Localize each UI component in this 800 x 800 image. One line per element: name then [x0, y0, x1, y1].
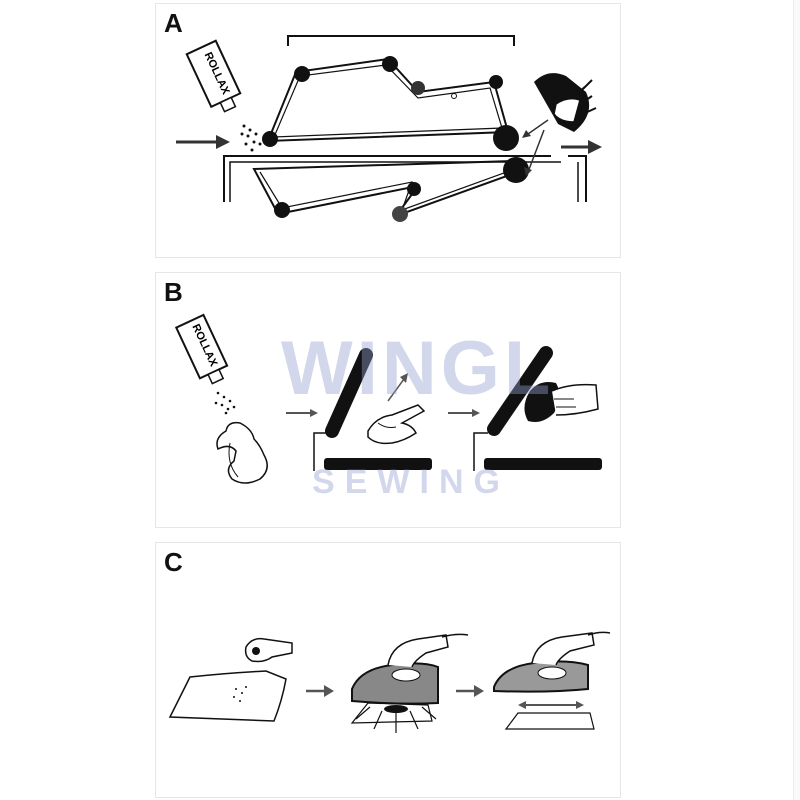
output-arrow: [588, 140, 602, 154]
rollax-bottle: ROLLAX: [176, 315, 231, 387]
step-arrow-1: [324, 685, 334, 697]
iron-cleaning-diagram: [156, 543, 622, 799]
roller: [392, 206, 408, 222]
roller: [274, 202, 290, 218]
sprinkling-hand: [246, 639, 292, 662]
conveyor-table-right: [568, 156, 586, 202]
page-edge: [793, 0, 800, 800]
roller: [411, 81, 425, 95]
roller: [407, 182, 421, 196]
roller: [382, 56, 398, 72]
iron-sliding: [494, 632, 610, 729]
fusing-machine-diagram: ROLLAX: [156, 4, 622, 260]
panel-c-iron-cleaning: C: [155, 542, 621, 798]
roller: [294, 66, 310, 82]
cloth: [170, 671, 286, 721]
roller: [489, 75, 503, 89]
roller: [262, 131, 278, 147]
conveyor-table: [224, 156, 551, 202]
iron-heating: [352, 634, 468, 733]
wiping-hand-2: [524, 382, 598, 422]
lower-belt: [254, 161, 518, 216]
spray-dots: [241, 125, 262, 152]
cloth-bag: [217, 423, 267, 483]
rollax-bottle: ROLLAX: [187, 41, 245, 116]
pressure-roller-top: [493, 125, 519, 151]
input-arrow: [216, 135, 230, 149]
wiping-hand-1: [368, 373, 424, 443]
spray-dots: [215, 392, 236, 415]
press-cleaning-diagram: ROLLAX: [156, 273, 622, 529]
panel-b-press-cleaning: B ROLLAX: [155, 272, 621, 528]
top-bracket: [288, 36, 514, 46]
step-arrow-2: [474, 685, 484, 697]
panel-a-fusing-machine: A ROLLAX: [155, 3, 621, 258]
